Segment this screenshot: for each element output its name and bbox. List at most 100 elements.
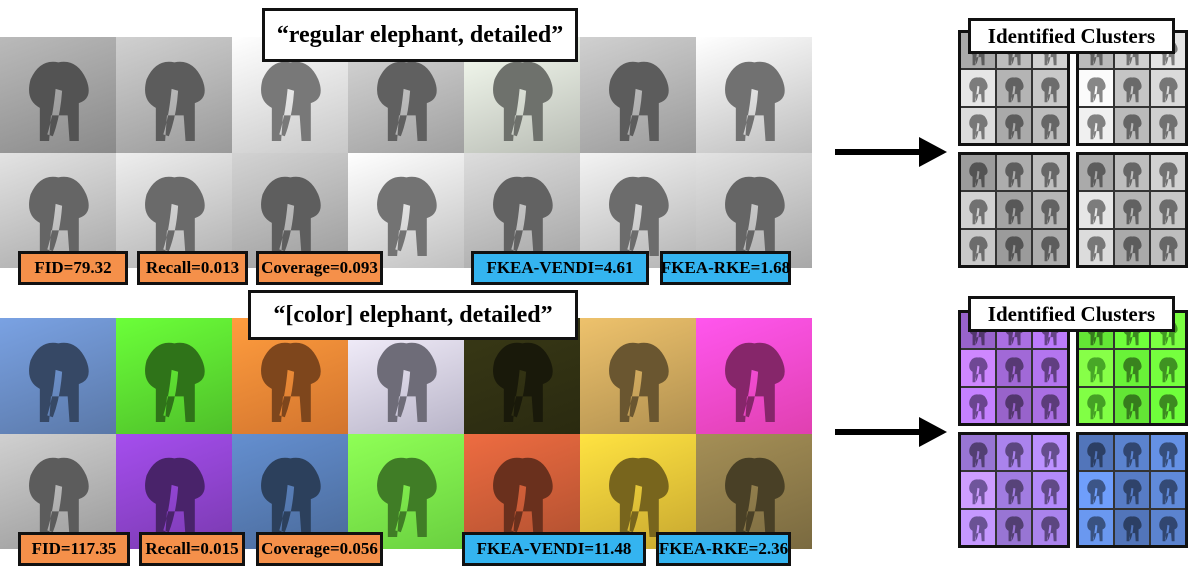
cluster-panel [1076, 432, 1188, 548]
arrow-right-icon [835, 137, 947, 167]
cluster-image [1115, 70, 1149, 106]
cluster-image [1079, 107, 1113, 143]
generated-image [696, 433, 812, 549]
clusters-title: Identified Clusters [968, 296, 1175, 332]
generated-image [116, 37, 232, 153]
cluster-image [1033, 107, 1067, 143]
cluster-image [961, 509, 995, 545]
cluster-image [997, 229, 1031, 265]
generated-image [0, 318, 116, 434]
metric-fid: FID=117.35 [18, 532, 130, 566]
metric-recall: Recall=0.015 [139, 532, 245, 566]
cluster-image [1033, 387, 1067, 423]
image-grid [0, 37, 812, 268]
cluster-image [1115, 509, 1149, 545]
cluster-image [961, 387, 995, 423]
prompt-label: “[color] elephant, detailed” [248, 290, 578, 340]
image-grid [0, 318, 812, 549]
cluster-image [1151, 70, 1185, 106]
cluster-image [997, 350, 1031, 386]
generated-image [696, 152, 812, 268]
cluster-image [1079, 192, 1113, 228]
cluster-image [1115, 472, 1149, 508]
metric-fkea-rke: FKEA-RKE=1.68 [660, 251, 791, 285]
cluster-image [1079, 509, 1113, 545]
cluster-image [1151, 472, 1185, 508]
metric-fkea-vendi: FKEA-VENDI=11.48 [462, 532, 646, 566]
cluster-panel [958, 432, 1070, 548]
generated-image [580, 37, 696, 153]
cluster-image [961, 192, 995, 228]
generated-image [348, 433, 464, 549]
metric-fkea-vendi: FKEA-VENDI=4.61 [471, 251, 649, 285]
generated-image [116, 433, 232, 549]
cluster-image [1079, 70, 1113, 106]
cluster-image [997, 387, 1031, 423]
cluster-image [1079, 435, 1113, 471]
metric-fkea-rke: FKEA-RKE=2.36 [656, 532, 791, 566]
generated-image [116, 318, 232, 434]
cluster-image [1079, 472, 1113, 508]
generated-image [464, 433, 580, 549]
cluster-image [997, 70, 1031, 106]
cluster-image [1079, 387, 1113, 423]
generated-image [464, 152, 580, 268]
cluster-image [1033, 472, 1067, 508]
generated-image [348, 152, 464, 268]
cluster-image [1151, 155, 1185, 191]
cluster-image [1033, 70, 1067, 106]
cluster-image [961, 155, 995, 191]
generated-image [696, 37, 812, 153]
cluster-image [961, 350, 995, 386]
prompt-label: “regular elephant, detailed” [262, 8, 578, 62]
cluster-image [1151, 229, 1185, 265]
cluster-image [1115, 387, 1149, 423]
metric-coverage: Coverage=0.056 [256, 532, 383, 566]
cluster-image [1115, 435, 1149, 471]
generated-image [696, 318, 812, 434]
cluster-panel [958, 152, 1070, 268]
cluster-image [1151, 387, 1185, 423]
cluster-image [961, 435, 995, 471]
cluster-image [997, 435, 1031, 471]
identified-clusters [958, 310, 1188, 548]
arrow-right-icon [835, 417, 947, 447]
cluster-image [1115, 350, 1149, 386]
generated-image [0, 433, 116, 549]
cluster-image [1151, 509, 1185, 545]
cluster-panel [1076, 152, 1188, 268]
cluster-image [1151, 350, 1185, 386]
cluster-image [1115, 107, 1149, 143]
generated-image [580, 433, 696, 549]
cluster-image [961, 229, 995, 265]
generated-image [232, 433, 348, 549]
cluster-image [961, 107, 995, 143]
metric-fid: FID=79.32 [18, 251, 128, 285]
identified-clusters [958, 30, 1188, 268]
cluster-image [997, 155, 1031, 191]
cluster-image [1033, 155, 1067, 191]
cluster-image [1033, 350, 1067, 386]
clusters-title: Identified Clusters [968, 18, 1175, 54]
generated-image [0, 152, 116, 268]
cluster-image [997, 509, 1031, 545]
cluster-image [997, 472, 1031, 508]
generated-image [116, 152, 232, 268]
cluster-image [961, 70, 995, 106]
cluster-image [1033, 435, 1067, 471]
cluster-image [1151, 107, 1185, 143]
generated-image [580, 152, 696, 268]
cluster-image [1079, 229, 1113, 265]
cluster-image [1115, 155, 1149, 191]
cluster-image [1079, 350, 1113, 386]
cluster-image [1115, 229, 1149, 265]
generated-image [232, 152, 348, 268]
cluster-image [1079, 155, 1113, 191]
metric-coverage: Coverage=0.093 [256, 251, 383, 285]
cluster-image [1033, 509, 1067, 545]
metric-recall: Recall=0.013 [137, 251, 248, 285]
cluster-image [1151, 435, 1185, 471]
cluster-image [997, 192, 1031, 228]
generated-image [0, 37, 116, 153]
generated-image [580, 318, 696, 434]
